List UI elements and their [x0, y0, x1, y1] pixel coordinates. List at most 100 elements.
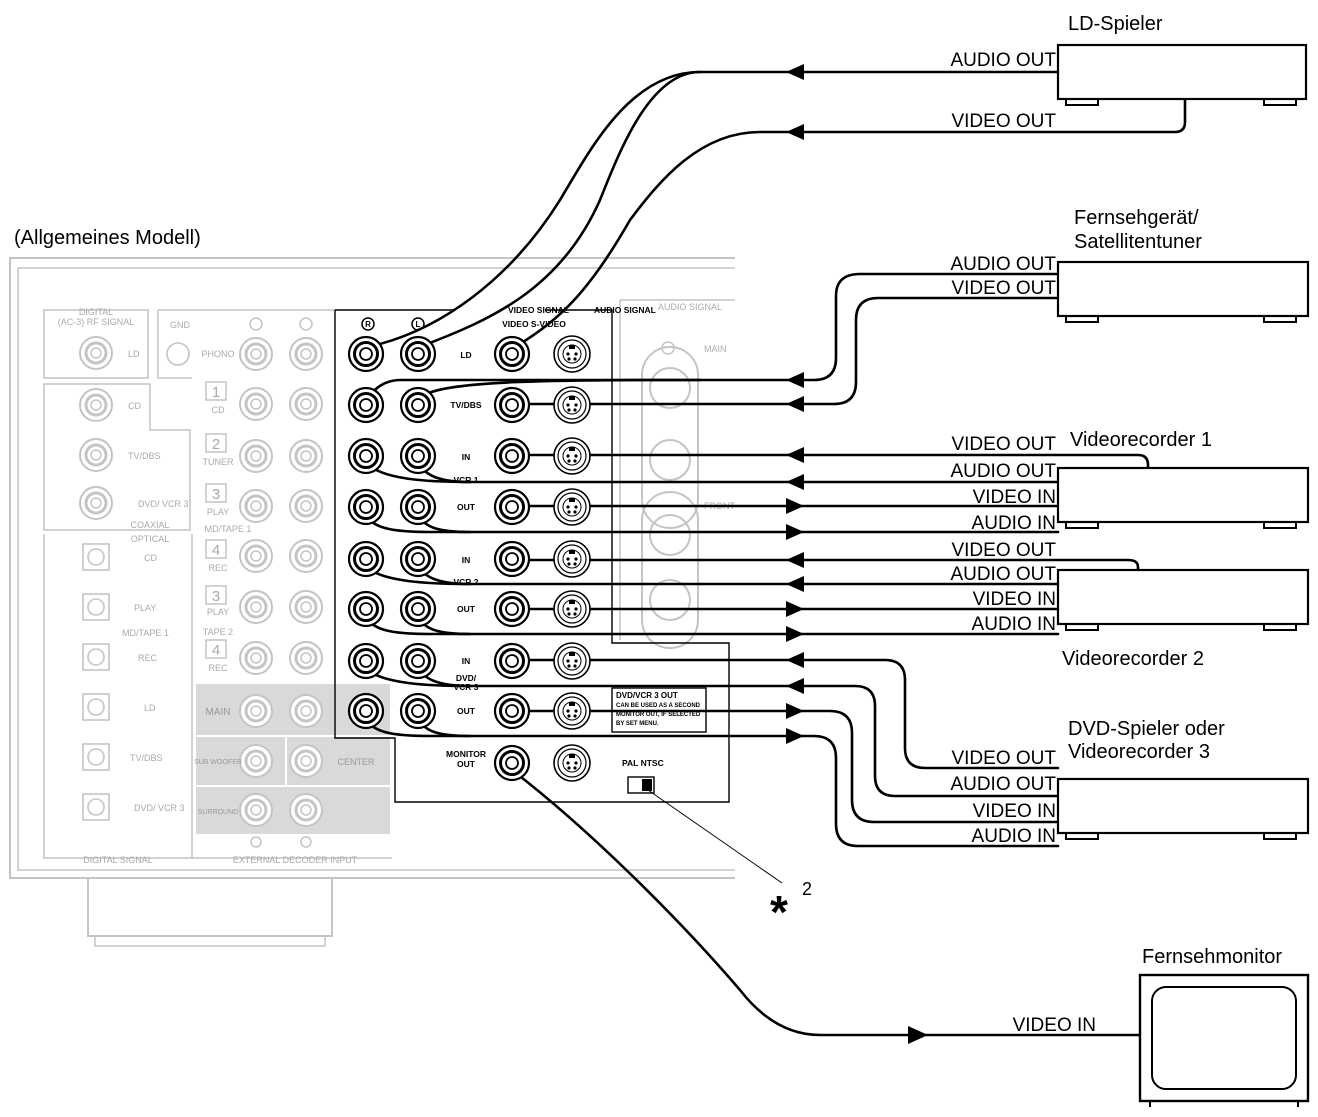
tape2-label: TAPE 2: [203, 627, 233, 637]
opt-label-ld: LD: [144, 703, 156, 713]
vcr1-label: VCR 1: [453, 475, 478, 485]
opt-label-rec: REC: [138, 653, 158, 663]
video-signal-label: VIDEO SIGNAL: [508, 305, 569, 315]
monitor-video-in-label: VIDEO IN: [1013, 1015, 1096, 1036]
footnote-asterisk: *: [770, 886, 788, 938]
input-label-cd: CD: [212, 405, 225, 415]
input-label-tuner: TUNER: [203, 457, 234, 467]
dvd-note-1: DVD/VCR 3 OUT: [616, 691, 678, 700]
cable-monitor-video: [510, 768, 1142, 1037]
digital-header: DIGITAL: [79, 307, 113, 317]
vcr1-name: Videorecorder 1: [1070, 429, 1212, 451]
input-num-2: 2: [212, 436, 220, 453]
opt-label-tvdbs: TV/DBS: [130, 753, 163, 763]
ld-player: LD-Spieler AUDIO OUT VIDEO OUT: [950, 13, 1308, 132]
vcr1-video-out-label: VIDEO OUT: [951, 434, 1056, 455]
dvd-name-line2: Videorecorder 3: [1068, 741, 1210, 763]
coax-label-tvdbs: TV/DBS: [128, 451, 161, 461]
videorecorder-1: Videorecorder 1 VIDEO OUT AUDIO OUT VIDE…: [950, 429, 1310, 534]
main-speaker-label: MAIN: [704, 344, 727, 354]
dvd-note-3: MONITOR OUT, IF SELECTED: [616, 712, 701, 718]
cable-vcr1-audio-in: [364, 512, 1060, 534]
phono-label: PHONO: [201, 349, 234, 359]
row-label-ld: LD: [460, 350, 471, 360]
decoder-surround-label: SURROUND: [198, 809, 238, 816]
vcr1-audio-in-label: AUDIO IN: [972, 513, 1056, 534]
receiver-rear-panel: DIGITAL (AC-3) RF SIGNAL LD CD TV/DBS DV…: [9, 257, 735, 947]
digital-ld-label: LD: [128, 349, 140, 359]
cable-ld-audio-r: [370, 70, 1060, 348]
vcr2-video-out-label: VIDEO OUT: [951, 540, 1056, 561]
cable-ld-video: [516, 98, 1187, 347]
input-num-3b: 3: [212, 588, 220, 605]
model-caption: (Allgemeines Modell): [14, 227, 201, 249]
digital-signal-label: DIGITAL SIGNAL: [83, 855, 153, 865]
input-label-play: PLAY: [207, 507, 229, 517]
ld-video-out-label: VIDEO OUT: [951, 111, 1056, 132]
vcr1-video-in-label: VIDEO IN: [973, 487, 1056, 508]
cable-tv-audio-r: [366, 272, 1060, 404]
input-num-4: 4: [212, 542, 220, 559]
vcr2-audio-out-label: AUDIO OUT: [950, 564, 1056, 585]
decoder-center-label: CENTER: [337, 757, 375, 767]
tv-monitor: Fernsehmonitor VIDEO IN: [1013, 946, 1310, 1107]
dvd-note-2: CAN BE USED AS A SECOND: [616, 703, 701, 709]
row-label-vcr1-out: OUT: [457, 502, 476, 512]
av-signal-board: VIDEO SIGNAL AUDIO SIGNAL R L VIDEO S-VI…: [334, 305, 730, 803]
tv-audio-out-label: AUDIO OUT: [950, 254, 1056, 275]
audio-signal-label: AUDIO SIGNAL: [594, 305, 656, 315]
footnote-marker: * 2: [647, 789, 812, 938]
row-label-vcr2-in: IN: [462, 555, 471, 565]
coax-label-cd: CD: [128, 401, 141, 411]
cable-dvd-video-out: [514, 658, 1060, 770]
monitor-name: Fernsehmonitor: [1142, 946, 1282, 968]
monitor-out-label-1: MONITOR: [446, 749, 486, 759]
dvd-note-4: BY SET MENU.: [616, 721, 659, 727]
cable-dvd-audio-out: [364, 666, 1060, 798]
vcr1-audio-out-label: AUDIO OUT: [950, 461, 1056, 482]
cable-tv-video: [513, 296, 1060, 406]
dvd-player-vcr3: DVD-Spieler oder Videorecorder 3 VIDEO O…: [950, 718, 1310, 847]
vcr2-video-in-label: VIDEO IN: [973, 589, 1056, 610]
pal-ntsc-label: PAL NTSC: [622, 758, 664, 768]
ld-player-name: LD-Spieler: [1068, 13, 1163, 35]
gnd-label: GND: [170, 320, 191, 330]
monitor-out-label-2: OUT: [457, 759, 476, 769]
coaxial-label: COAXIAL: [130, 520, 169, 530]
cable-vcr2-audio-in: [364, 614, 1060, 636]
optical-label: OPTICAL: [131, 534, 170, 544]
row-label-dvd-in: IN: [462, 656, 471, 666]
dvd-video-in-label: VIDEO IN: [973, 801, 1056, 822]
tv-name-line1: Fernsehgerät/: [1074, 207, 1199, 229]
external-decoder-label: EXTERNAL DECODER INPUT: [233, 855, 358, 865]
audio-signal-grey: AUDIO SIGNAL: [658, 302, 722, 312]
cable-vcr1-video-out: [514, 453, 1150, 474]
cable-dvd-video-in: [514, 709, 1060, 824]
vcr2-label: VCR 2: [453, 577, 478, 587]
coax-label-dvd: DVD/ VCR 3: [138, 499, 189, 509]
ld-audio-out-label: AUDIO OUT: [950, 50, 1056, 71]
opt-label-mdtape: MD/TAPE 1: [122, 628, 169, 638]
rf-signal-label: (AC-3) RF SIGNAL: [58, 317, 135, 327]
md-tape1-label: MD/TAPE 1: [205, 524, 252, 534]
row-label-vcr1-in: IN: [462, 452, 471, 462]
tv-video-out-label: VIDEO OUT: [951, 278, 1056, 299]
videorecorder-2: Videorecorder 2 VIDEO OUT AUDIO OUT VIDE…: [950, 540, 1310, 670]
footnote-number: 2: [802, 879, 812, 899]
input-label-play2: PLAY: [207, 607, 229, 617]
dvd-name-line1: DVD-Spieler oder: [1068, 718, 1225, 740]
video-svideo-label: VIDEO S-VIDEO: [502, 319, 566, 329]
row-label-dvd-out: OUT: [457, 706, 476, 716]
input-num-1: 1: [212, 384, 220, 401]
row-label-tvdbs: TV/DBS: [450, 400, 482, 410]
dvd-audio-in-label: AUDIO IN: [972, 826, 1056, 847]
vcr2-audio-in-label: AUDIO IN: [972, 614, 1056, 635]
input-num-3: 3: [212, 486, 220, 503]
cable-dvd-audio-in: [364, 716, 1060, 848]
tv-name-line2: Satellitentuner: [1074, 231, 1202, 253]
cable-vcr2-video-out: [514, 558, 1140, 574]
opt-label-cd: CD: [144, 553, 157, 563]
input-num-4b: 4: [212, 642, 220, 659]
decoder-sub-label: SUB WOOFER: [194, 759, 242, 766]
